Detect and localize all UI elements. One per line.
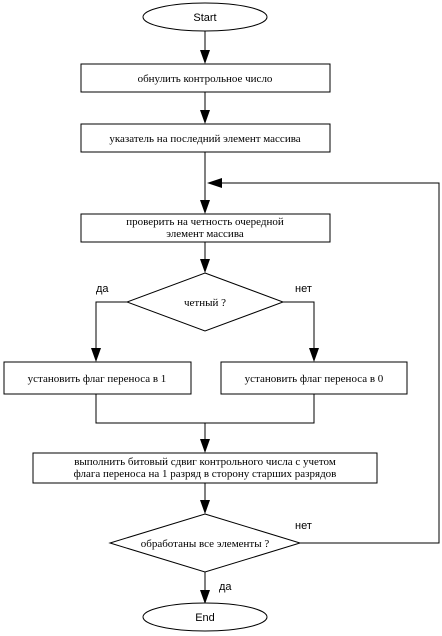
- process-flag-1: [3, 361, 192, 395]
- process-pointer-label: указатель на последний элемент массива: [109, 133, 300, 145]
- start-label: Start: [193, 12, 216, 24]
- process-check: [80, 213, 331, 243]
- process-shift-label-1: выполнить битовый сдвиг контрольного чис…: [74, 456, 336, 468]
- arrowhead-reset-pointer: [200, 110, 210, 124]
- arrowhead-loop-back: [207, 178, 222, 188]
- arrowhead-merge-shift: [200, 439, 210, 453]
- arrowhead-check-decision: [200, 259, 210, 273]
- loop-back-line: [220, 182, 440, 544]
- end-terminal: [142, 602, 268, 632]
- process-check-label-2: элемент массива: [166, 228, 244, 240]
- process-shift-label-2: флага переноса на 1 разряд в сторону ста…: [74, 468, 337, 480]
- process-reset: [80, 63, 331, 93]
- decision-even-label: четный ?: [184, 297, 226, 309]
- arrowhead-join-check: [200, 200, 210, 214]
- process-flag-0: [220, 361, 408, 395]
- process-shift: [32, 452, 378, 484]
- process-reset-label: обнулить контрольное число: [138, 73, 273, 85]
- arrowhead-done-end: [200, 590, 210, 604]
- process-check-label-1: проверить на четность очередной: [126, 216, 284, 228]
- decision-even: [125, 272, 285, 332]
- connector-merge: [95, 394, 315, 424]
- connector-yes-branch: [95, 301, 127, 350]
- connector-no-branch: [283, 301, 315, 350]
- done-no-label: нет: [295, 520, 312, 532]
- arrowhead-start-reset: [200, 50, 210, 64]
- end-label: End: [195, 612, 215, 624]
- arrowhead-shift-done: [200, 500, 210, 514]
- arrowhead-yes-branch: [91, 348, 101, 362]
- done-yes-label: да: [219, 581, 232, 593]
- branch-yes-label: да: [96, 283, 109, 295]
- branch-no-label: нет: [295, 283, 312, 295]
- process-flag-1-label: установить флаг переноса в 1: [28, 373, 167, 385]
- decision-done-label: обработаны все элементы ?: [141, 538, 270, 550]
- arrowhead-no-branch: [309, 348, 319, 362]
- process-flag-0-label: установить флаг переноса в 0: [245, 373, 384, 385]
